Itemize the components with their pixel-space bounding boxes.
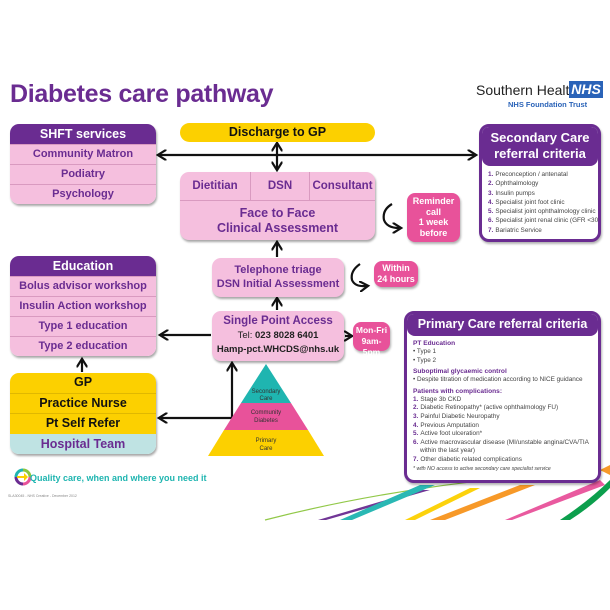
list-item: 4.Specialist joint foot clinic	[488, 198, 565, 206]
shft-item-podiatry: Podiatry	[10, 164, 156, 184]
footnote: * with NO access to active secondary car…	[413, 465, 551, 472]
reminder-line: before	[419, 227, 448, 238]
referrers-box: GP Practice Nurse Pt Self Refer Hospital…	[10, 373, 156, 454]
reminder-line: 1 week	[418, 217, 449, 227]
nhs-logo-icon: NHS	[569, 81, 603, 98]
reference-code: SLA30045 - NHS Creative - December 2012	[8, 494, 77, 498]
list-item: 1.Preconception / antenatal	[488, 171, 568, 178]
secondary-care-criteria-box: Secondary Care referral criteria 1.Preco…	[479, 124, 601, 242]
pt-education-heading: PT Education	[413, 340, 456, 347]
specialist-dietitian: Dietitian	[180, 172, 251, 200]
logo-name: Southern Health	[476, 82, 578, 98]
single-point-access-box: Single Point Access Tel: 023 8028 6401 H…	[212, 311, 344, 361]
list-item: 7.Bariatric Service	[488, 226, 542, 234]
within-line: Within	[382, 263, 410, 273]
pyramid-label-community-2: Diabetes	[254, 418, 278, 424]
referrer-hospital-team: Hospital Team	[10, 433, 156, 454]
education-box: Education Bolus advisor workshop Insulin…	[10, 256, 156, 356]
referrer-self-refer: Pt Self Refer	[10, 413, 156, 434]
reminder-call-badge: Reminder call 1 week before	[407, 193, 460, 242]
referrer-practice-nurse: Practice Nurse	[10, 392, 156, 413]
education-item: Type 1 education	[10, 316, 156, 336]
education-item: Bolus advisor workshop	[10, 276, 156, 296]
hours-line: 9am-5pm	[361, 336, 382, 357]
list-item: • Type 1	[413, 348, 437, 355]
secondary-header-line1: Secondary Care	[490, 130, 590, 145]
spa-tel-number[interactable]: 023 8028 6401	[255, 330, 319, 341]
shft-services-box: SHFT services Community Matron Podiatry …	[10, 124, 156, 204]
spa-title: Single Point Access	[223, 315, 333, 327]
within-line: 24 hours	[377, 274, 415, 284]
specialist-dsn: DSN	[251, 172, 310, 200]
secondary-criteria-list: 1.Preconception / antenatal 2.Ophthalmol…	[482, 170, 598, 235]
list-item: 6.Active macrovascular disease (MI/unsta…	[413, 438, 589, 446]
hours-line: Mon-Fri	[355, 325, 388, 335]
list-item: 6.Specialist joint renal clinic (GFR <30…	[488, 217, 601, 225]
telephone-triage-box: Telephone triage DSN Initial Assessment	[212, 258, 344, 297]
decorative-swoosh	[264, 465, 610, 521]
pyramid-label-secondary-2: Care	[259, 396, 273, 402]
pyramid-tier-primary	[208, 430, 324, 456]
primary-care-criteria-box: Primary Care referral criteria PT Educat…	[404, 311, 601, 483]
primary-criteria-header: Primary Care referral criteria	[407, 314, 598, 336]
list-item: 2.Diabetic Retinopathy* (active ophthalm…	[413, 404, 559, 412]
list-item: • Despite titration of medication accord…	[413, 376, 583, 384]
pyramid-label-secondary-1: Secondary	[252, 389, 281, 395]
list-item: • Type 2	[413, 356, 437, 364]
curl-arrow-reminder	[382, 203, 399, 228]
secondary-criteria-header: Secondary Care referral criteria	[482, 127, 598, 166]
list-item: 2.Ophthalmology	[488, 180, 539, 188]
shft-services-header: SHFT services	[10, 124, 156, 144]
pyramid-label-primary-2: Care	[259, 446, 273, 452]
list-item: 5.Specialist joint ophthalmology clinic	[488, 208, 596, 216]
triage-line1: Telephone triage	[234, 264, 322, 276]
list-item: 3.Insulin pumps	[488, 189, 535, 197]
education-header: Education	[10, 256, 156, 276]
quality-care-logo-icon	[14, 468, 32, 486]
education-item: Type 2 education	[10, 336, 156, 356]
pyramid-tier-community	[224, 403, 308, 430]
list-item: 3.Painful Diabetic Neuropathy	[413, 412, 500, 420]
f2f-line2: Clinical Assessment	[216, 221, 339, 235]
secondary-header-line2: referral criteria	[494, 146, 586, 161]
opening-hours-badge: Mon-Fri 9am-5pm	[353, 322, 390, 357]
education-item: Insulin Action workshop	[10, 296, 156, 316]
f2f-line1: Face to Face	[239, 206, 316, 220]
within-24-hours-badge: Within 24 hours	[374, 261, 418, 287]
spa-phone: Tel: 023 8028 6401	[212, 329, 344, 343]
reminder-line: Reminder	[412, 196, 455, 206]
page-title: Diabetes care pathway	[10, 80, 274, 108]
tagline: Quality care, when and where you need it	[30, 473, 207, 483]
specialist-consultant: Consultant	[312, 180, 373, 192]
complications-heading: Patients with complications:	[413, 387, 503, 395]
list-item: 7.Other diabetic related complications	[413, 455, 522, 463]
reminder-line: call	[425, 206, 441, 217]
pyramid-label-primary-1: Primary	[256, 438, 277, 444]
list-item: 1.Stage 3b CKD	[413, 395, 462, 403]
list-item: within the last year)	[420, 447, 476, 455]
logo-subtitle: NHS Foundation Trust	[508, 100, 588, 109]
list-item: 5.Active foot ulceration*	[413, 430, 483, 438]
care-pyramid: Secondary Care Community Diabetes Primar…	[208, 364, 324, 456]
spa-email[interactable]: Hamp-pct.WHCDS@nhs.uk	[216, 344, 340, 355]
curl-arrow-within	[350, 263, 366, 286]
pyramid-tier-secondary	[241, 364, 291, 403]
glycaemic-heading: Suboptimal glycaemic control	[413, 368, 507, 376]
triage-line2: DSN Initial Assessment	[216, 278, 340, 290]
spa-tel-label: Tel:	[237, 330, 253, 341]
shft-item-psychology: Psychology	[10, 184, 156, 204]
face-to-face-box: Dietitian DSN Consultant Face to Face Cl…	[180, 172, 375, 240]
pyramid-label-community-1: Community	[251, 410, 281, 416]
shft-item-community-matron: Community Matron	[10, 144, 156, 164]
discharge-to-gp-box: Discharge to GP	[180, 123, 375, 142]
referrer-gp: GP	[10, 373, 156, 393]
list-item: 4.Previous Amputation	[413, 421, 479, 429]
arrow-gp-spa	[161, 365, 232, 418]
